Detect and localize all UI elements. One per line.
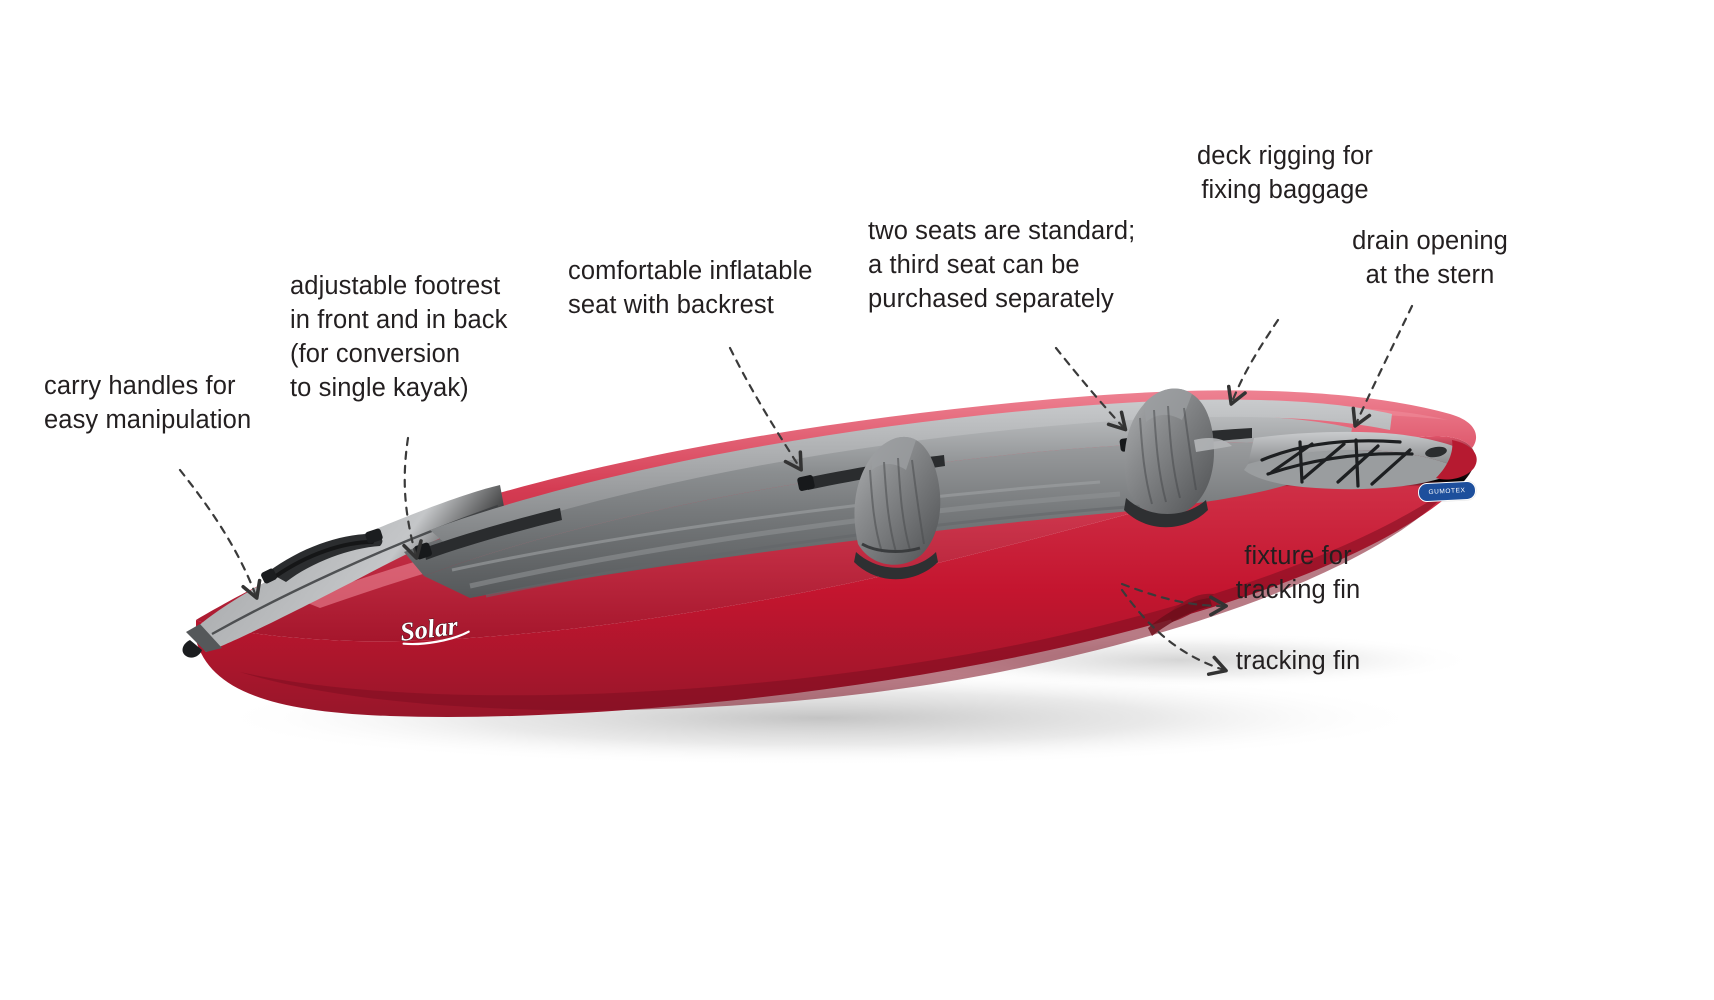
seat-front — [854, 436, 941, 580]
callout-two-seats: two seats are standard; a third seat can… — [868, 217, 1136, 313]
stern-deck-panel — [1248, 431, 1470, 470]
leader-fixture — [1120, 582, 1228, 617]
deck-rigging-cords — [1260, 438, 1414, 488]
leader-tracking-fin — [1120, 588, 1228, 676]
callout-adjustable-footrest: adjustable footrest in front and in back… — [290, 272, 508, 402]
inner-side-tube-far — [430, 399, 1392, 546]
bow-carry-handle — [261, 528, 383, 584]
drain-opening — [1425, 446, 1447, 458]
stern-tip — [1436, 440, 1477, 480]
callout-tracking-fin: tracking fin — [1235, 647, 1361, 675]
callout-carry-handles: carry handles for easy manipulation — [44, 372, 252, 434]
brand-badge-text: GUMOTEX — [1428, 487, 1466, 496]
bow-deck-panel — [190, 485, 505, 652]
kayak-hull — [196, 435, 1476, 717]
bow-grab-loop — [182, 640, 202, 658]
bow-tip — [186, 624, 222, 652]
callout-drain-opening: drain opening at the stern — [1352, 227, 1508, 289]
leader-deck-rigging — [1226, 318, 1280, 406]
leader-seat — [728, 346, 803, 472]
leader-footrest — [402, 436, 423, 560]
callout-fixture-tracking-fin: fixture for tracking fin — [1235, 542, 1361, 604]
seat-rear — [1124, 388, 1232, 528]
tracking-fin-assembly — [1148, 593, 1214, 636]
leader-drain — [1351, 304, 1414, 428]
callout-deck-rigging: deck rigging for fixing baggage — [1197, 142, 1373, 204]
callout-inflatable-seat: comfortable inflatable seat with backres… — [568, 257, 813, 319]
brand-badge-gumotex: GUMOTEX — [1417, 480, 1477, 503]
leader-two-seats — [1054, 346, 1128, 432]
leader-carry-handles — [178, 468, 262, 600]
floor-ribs — [451, 480, 1141, 598]
